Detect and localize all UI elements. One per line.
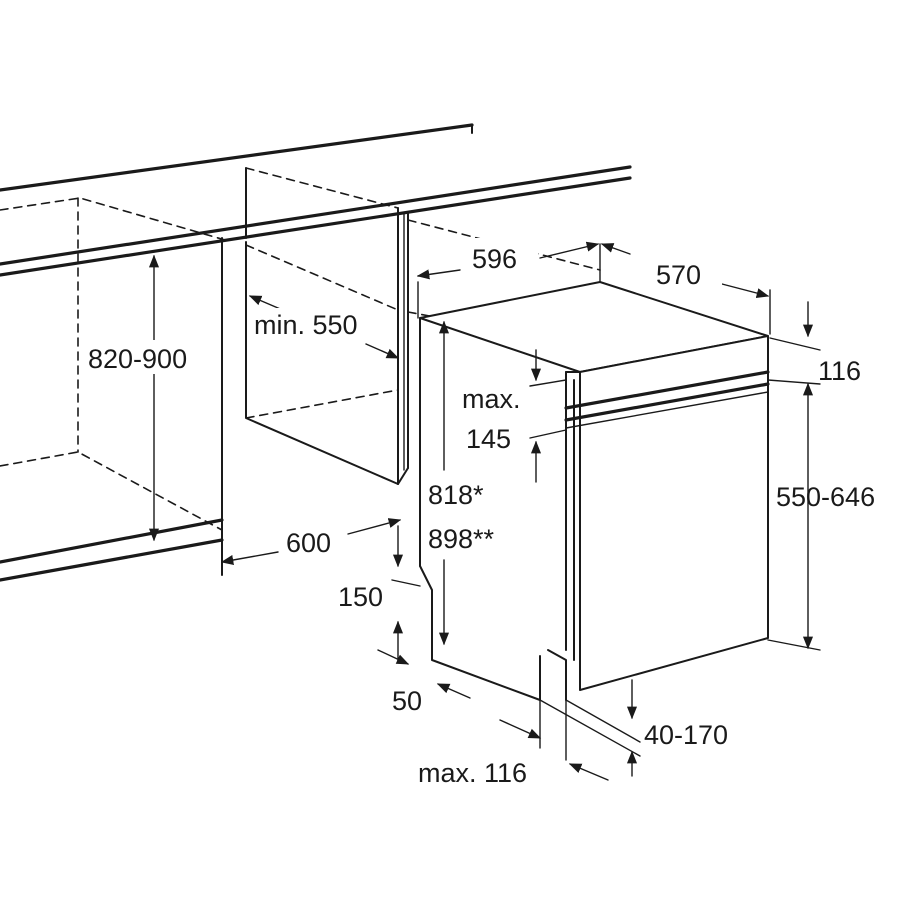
dishwasher-body [419, 281, 770, 701]
dimension-labels: 596 570 116 820-900 min. 550 600 max. 14… [86, 238, 875, 788]
label-plinth-setback: 40-170 [644, 720, 728, 750]
label-height-1: 818* [428, 480, 484, 510]
label-min-depth: min. 550 [254, 310, 358, 340]
label-front-panel-height: 550-646 [776, 482, 875, 512]
label-niche-width: 600 [286, 528, 331, 558]
worktop [0, 123, 632, 277]
label-plinth-height: 150 [338, 582, 383, 612]
label-plinth-depth: 50 [392, 686, 422, 716]
dimension-lines [148, 241, 821, 781]
label-depth: 570 [656, 260, 701, 290]
label-panel-gap: 145 [466, 424, 511, 454]
label-width: 596 [472, 244, 517, 274]
label-niche-height: 820-900 [88, 344, 187, 374]
label-height-2: 898** [428, 524, 495, 554]
label-panel-gap-max: max. [462, 384, 521, 414]
left-cabinet [0, 197, 226, 582]
label-max-offset: max. 116 [418, 758, 527, 788]
label-top-clearance: 116 [818, 356, 861, 386]
